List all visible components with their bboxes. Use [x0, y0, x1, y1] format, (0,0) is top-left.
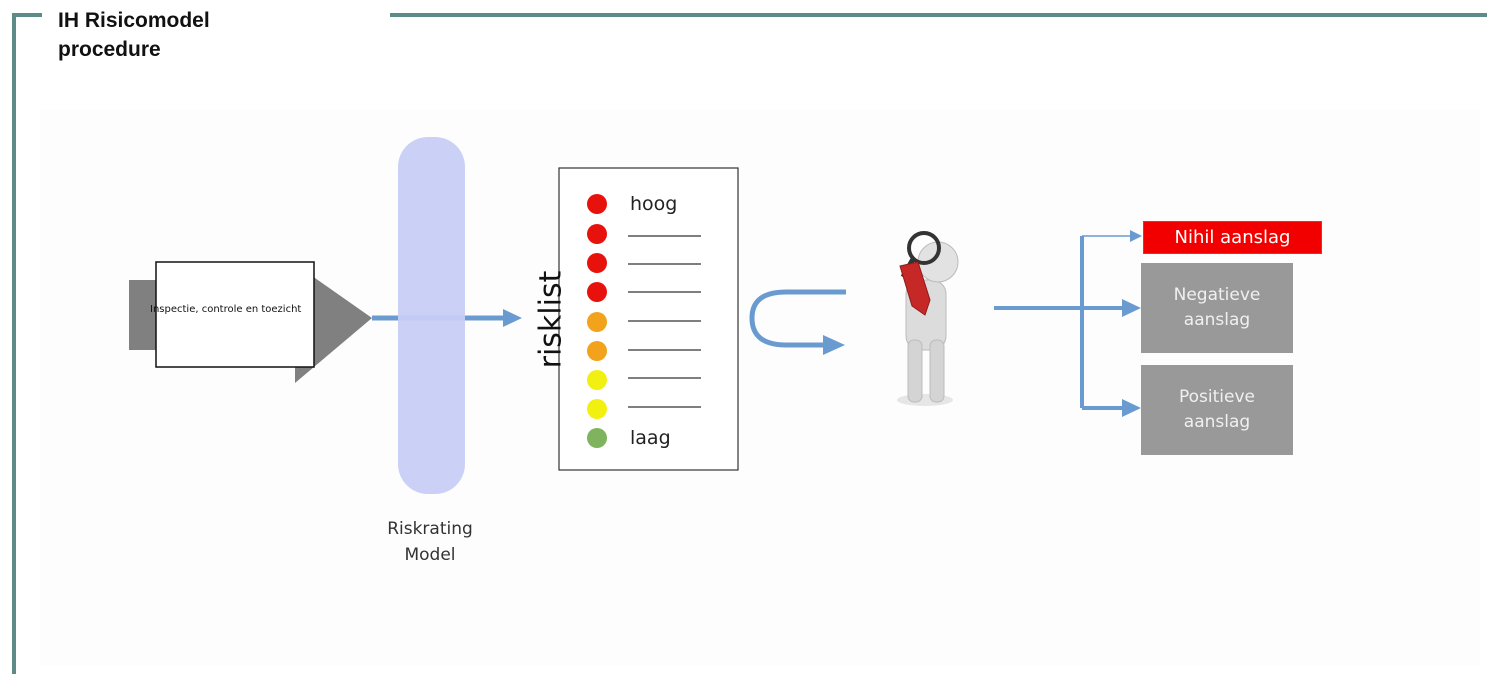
outcome-negatief-line1: Negatieve	[1173, 285, 1261, 305]
page-title-line2: procedure	[58, 38, 161, 61]
riskrating-filter	[398, 137, 465, 494]
risklist-high-label: hoog	[630, 193, 678, 215]
risk-dot	[587, 194, 607, 214]
page-title-line1: IH Risicomodel	[58, 9, 210, 32]
outcome-negatief-box: Negatieve aanslag	[1141, 263, 1293, 353]
inspector-figure-icon	[897, 231, 959, 406]
input-block-box	[155, 261, 315, 368]
frame-top-right-line	[390, 13, 1487, 17]
outcome-positief-box: Positieve aanslag	[1141, 365, 1293, 455]
riskrating-label: Riskrating Model	[360, 516, 500, 568]
outcome-negatief-line2: aanslag	[1183, 310, 1251, 330]
input-block-label: Inspectie, controle en toezicht	[150, 304, 302, 315]
risklist-dots	[587, 194, 607, 448]
risk-dot	[587, 253, 607, 273]
input-block-back	[129, 280, 159, 350]
output-to-nihil-arrowhead	[1130, 230, 1142, 242]
risk-dot	[587, 312, 607, 332]
outcome-positief-line1: Positieve	[1179, 387, 1255, 407]
risk-dot	[587, 224, 607, 244]
outcome-nihil-box: Nihil aanslag	[1143, 221, 1322, 254]
risklist-title: risklist	[533, 270, 569, 369]
output-to-positief-arrowhead	[1122, 399, 1141, 417]
risk-dot	[587, 341, 607, 361]
frame-left-line	[12, 13, 16, 674]
page-title: IH Risicomodel procedure	[58, 6, 358, 64]
u-turn-arrowhead	[823, 335, 845, 355]
risk-dot	[587, 399, 607, 419]
risk-dot	[587, 370, 607, 390]
output-to-negatief-arrowhead	[1122, 299, 1141, 317]
input-to-risklist-arrowhead	[503, 309, 522, 327]
u-turn-arrow	[749, 289, 846, 348]
outcome-positief-line2: aanslag	[1183, 412, 1251, 432]
riskrating-label-line1: Riskrating	[387, 519, 473, 539]
frame-top-left-line	[12, 13, 42, 17]
risklist-lines	[628, 235, 701, 408]
risk-dot	[587, 282, 607, 302]
risk-dot	[587, 428, 607, 448]
riskrating-label-line2: Model	[404, 545, 456, 565]
risklist-low-label: laag	[630, 427, 671, 449]
